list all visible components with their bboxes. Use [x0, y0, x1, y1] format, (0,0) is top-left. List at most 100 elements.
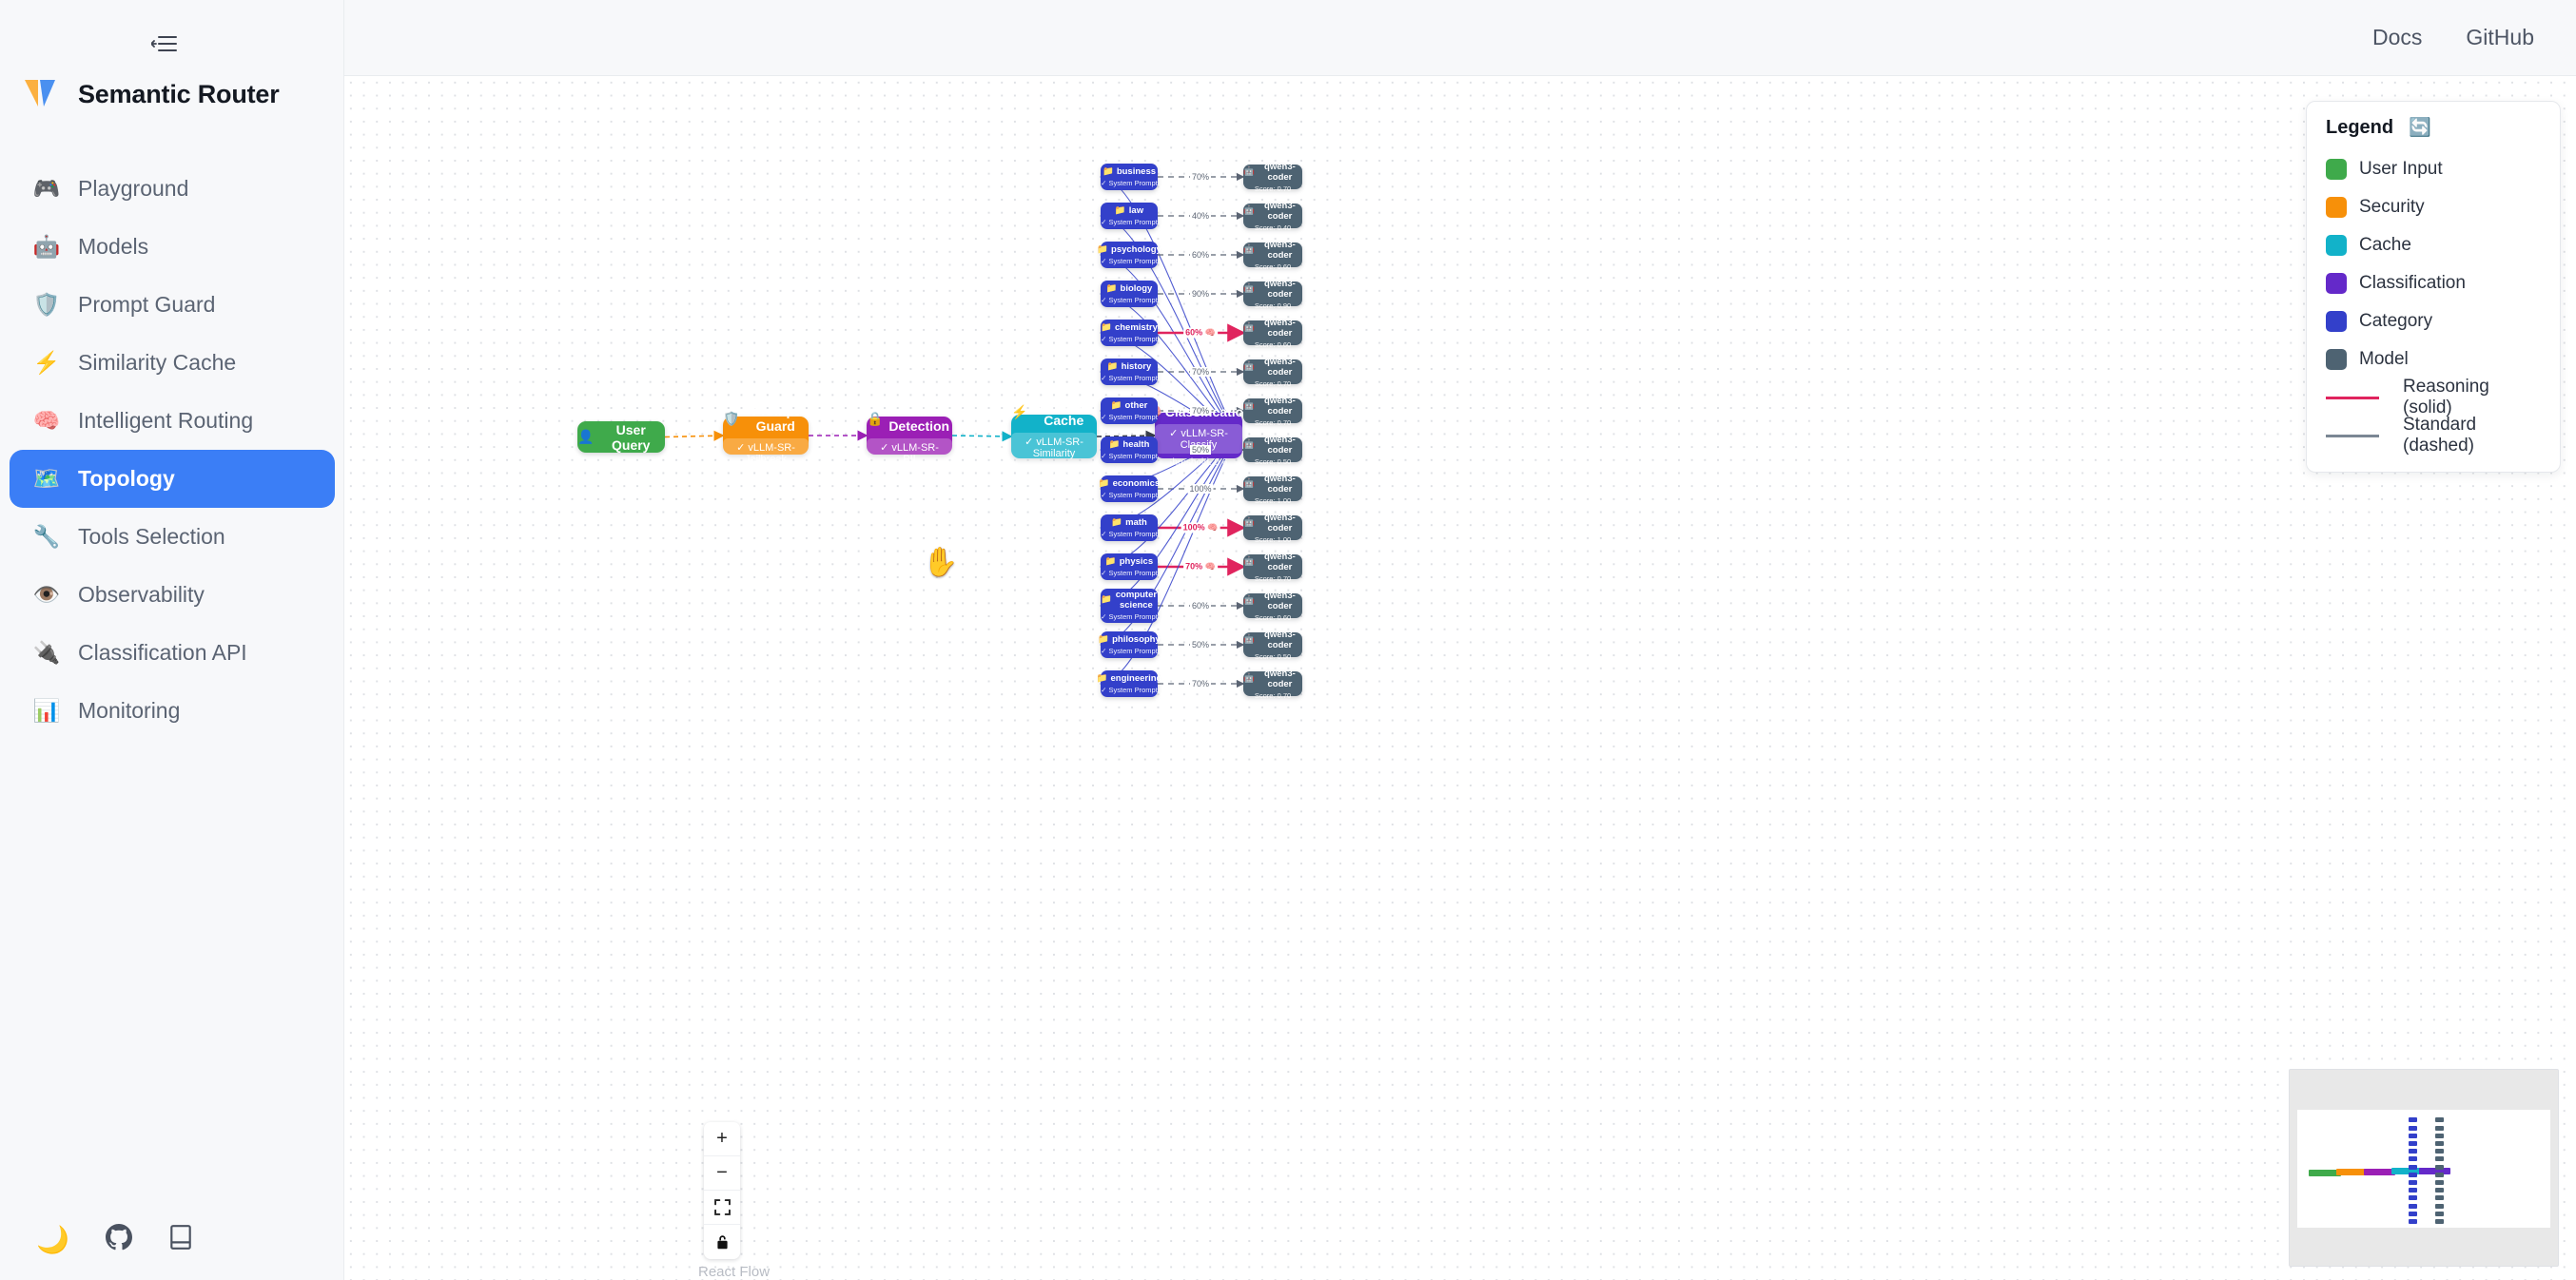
- bar-chart-icon: 📊: [32, 698, 61, 723]
- category-node[interactable]: 📁biology✓ System Prompt: [1101, 281, 1158, 307]
- sidebar-item-intelligent-routing[interactable]: 🧠 Intelligent Routing: [10, 392, 335, 450]
- pipeline-node-guard[interactable]: 🛡️Prompt Guard✓ vLLM-SR-Jailbreak: [723, 403, 809, 468]
- refresh-icon[interactable]: 🔄: [2409, 118, 2431, 138]
- fit-view-button[interactable]: [704, 1191, 740, 1225]
- folder-icon: 📁: [1114, 205, 1126, 216]
- sidebar-item-tools-selection[interactable]: 🔧 Tools Selection: [10, 508, 335, 566]
- category-system-prompt: ✓ System Prompt: [1101, 218, 1158, 226]
- sidebar-item-prompt-guard[interactable]: 🛡️ Prompt Guard: [10, 276, 335, 334]
- model-name: qwen3-coder: [1264, 395, 1296, 417]
- pipeline-node-user[interactable]: 👤User Query: [577, 421, 665, 453]
- model-score: Score: 0.60: [1254, 612, 1292, 622]
- category-node[interactable]: 📁health✓ System Prompt: [1101, 436, 1158, 463]
- edge-layer: [664, 172, 1246, 688]
- pipeline-node-pii[interactable]: 🔒PII Detection✓ vLLM-SR-PII: [867, 403, 952, 468]
- topbar-link-github[interactable]: GitHub: [2466, 25, 2534, 49]
- zoom-in-button[interactable]: +: [704, 1122, 740, 1156]
- legend-label: Reasoning (solid): [2403, 377, 2489, 417]
- topbar-link-docs[interactable]: Docs: [2372, 25, 2423, 49]
- category-node[interactable]: 📁economics✓ System Prompt: [1099, 475, 1160, 502]
- category-node[interactable]: 📁psychology✓ System Prompt: [1097, 242, 1161, 268]
- category-node[interactable]: 📁physics✓ System Prompt: [1101, 553, 1158, 580]
- category-node[interactable]: 📁history✓ System Prompt: [1101, 359, 1158, 385]
- minimap-node: [2418, 1167, 2450, 1174]
- legend-label: Standard (dashed): [2403, 415, 2477, 456]
- category-node[interactable]: 📁engineering✓ System Prompt: [1097, 670, 1161, 697]
- lock-button[interactable]: [704, 1225, 740, 1259]
- folder-icon: 📁: [1106, 361, 1119, 372]
- sidebar-item-monitoring[interactable]: 📊 Monitoring: [10, 682, 335, 740]
- robot-icon: 🤖: [1243, 439, 1255, 450]
- sidebar-item-playground[interactable]: 🎮 Playground: [10, 160, 335, 218]
- map-icon: 🗺️: [32, 466, 61, 491]
- category-name: law: [1128, 205, 1144, 216]
- folder-icon: 📁: [1096, 673, 1108, 684]
- legend-line-dashed: Standard (dashed): [2326, 415, 2541, 456]
- sidebar-item-classification-api[interactable]: 🔌 Classification API: [10, 624, 335, 682]
- zoom-out-button[interactable]: −: [704, 1156, 740, 1191]
- edge-percent-label: 50%: [1189, 640, 1212, 650]
- minimap-node: [2435, 1156, 2445, 1162]
- folder-icon: 📁: [1105, 283, 1118, 294]
- node-model-chip: ✓ vLLM-SR-Similarity: [1011, 432, 1097, 462]
- category-name: business: [1116, 166, 1157, 177]
- node-title: User Query: [611, 421, 651, 453]
- sidebar-item-topology[interactable]: 🗺️ Topology: [10, 450, 335, 508]
- sidebar-item-observability[interactable]: 👁️ Observability: [10, 566, 335, 624]
- category-node[interactable]: 📁business✓ System Prompt: [1101, 164, 1158, 190]
- minimap-node: [2408, 1117, 2417, 1123]
- sidebar-item-label: Classification API: [78, 640, 247, 665]
- legend-item-category: Category: [2326, 302, 2541, 340]
- robot-icon: 🤖: [1243, 517, 1255, 528]
- category-node[interactable]: 📁law ✓ System Prompt: [1101, 203, 1158, 229]
- wrench-icon: 🔧: [32, 524, 61, 549]
- pipeline-node-class[interactable]: 🧠Classification✓ vLLM-SR-Classifythresho…: [1145, 403, 1251, 468]
- collapse-menu-icon[interactable]: [143, 29, 185, 59]
- edge-percent-label: 70%: [1189, 172, 1212, 182]
- robot-icon: 🤖: [1243, 244, 1255, 255]
- category-node[interactable]: 📁philosophy✓ System Prompt: [1098, 631, 1161, 658]
- sidebar-item-similarity-cache[interactable]: ⚡ Similarity Cache: [10, 334, 335, 392]
- moon-icon[interactable]: 🌙: [36, 1224, 69, 1254]
- node-title: Prompt Guard: [751, 403, 799, 434]
- node-meta: memory (0.8): [1025, 465, 1083, 476]
- folder-icon: 📁: [1097, 244, 1109, 255]
- edge-percent-label: 70%: [1189, 367, 1212, 377]
- model-score: Score: 1.00: [1254, 495, 1292, 505]
- sidebar-item-models[interactable]: 🤖 Models: [10, 218, 335, 276]
- minimap[interactable]: [2289, 1069, 2559, 1267]
- edge-percent-label: 50%: [1189, 445, 1212, 455]
- category-name: computer science: [1115, 589, 1158, 611]
- robot-icon: 🤖: [1243, 166, 1255, 177]
- sidebar-footer: 🌙: [0, 1224, 344, 1255]
- legend-header: Legend 🔄: [2326, 117, 2541, 139]
- category-node[interactable]: 📁math✓ System Prompt: [1101, 514, 1158, 541]
- brand[interactable]: Semantic Router: [23, 78, 280, 110]
- topology-canvas[interactable]: 👤User Query 🛡️Prompt Guard✓ vLLM-SR-Jailb…: [344, 76, 2576, 1280]
- minimap-viewport: [2297, 1110, 2550, 1228]
- category-node[interactable]: 📁computer science✓ System Prompt: [1101, 589, 1158, 623]
- github-icon[interactable]: [105, 1224, 132, 1255]
- category-node[interactable]: 📁chemistry✓ System Prompt: [1101, 320, 1158, 346]
- category-node[interactable]: 📁other✓ System Prompt: [1101, 398, 1158, 424]
- model-name: qwen3-coder: [1264, 434, 1296, 456]
- book-icon[interactable]: [168, 1224, 193, 1255]
- category-system-prompt: ✓ System Prompt: [1101, 257, 1158, 265]
- grab-cursor-icon: ✋: [923, 547, 959, 578]
- model-name: qwen3-coder: [1264, 668, 1296, 689]
